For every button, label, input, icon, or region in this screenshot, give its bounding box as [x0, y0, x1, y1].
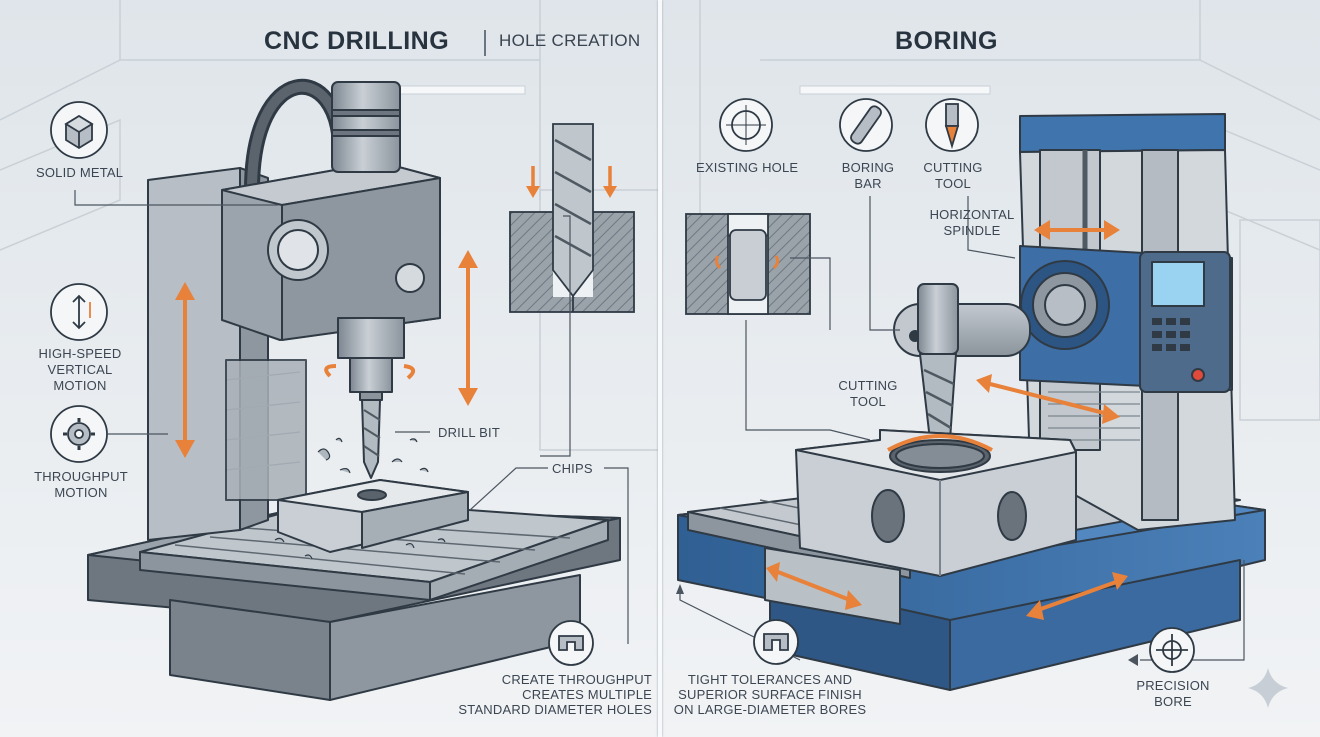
drill-inset — [509, 123, 635, 313]
label-tight-tolerances: TIGHT TOLERANCES AND SUPERIOR SURFACE FI… — [673, 672, 867, 717]
label-cutting-tool-top: CUTTING TOOL — [923, 160, 983, 191]
panel-divider — [658, 0, 662, 737]
label-horizontal-spindle: HORIZONTAL SPINDLE — [929, 207, 1015, 238]
gear-icon — [50, 405, 108, 463]
label-existing-hole: EXISTING HOLE — [696, 160, 799, 175]
boring-bar-icon — [839, 98, 893, 152]
cutting-tool-icon — [925, 98, 979, 152]
hole-profile-icon — [548, 620, 594, 666]
bore-profile-icon — [753, 619, 799, 665]
vertical-arrows-icon — [50, 283, 108, 341]
crosshair-icon — [1149, 627, 1195, 673]
label-throughput-motion: THROUGHPUT MOTION — [34, 469, 128, 500]
left-subtitle: HOLE CREATION — [499, 31, 641, 50]
label-chips: CHIPS — [552, 461, 593, 476]
circle-hole-icon — [719, 98, 773, 152]
boring-machine — [677, 113, 1266, 691]
chips — [274, 437, 446, 560]
cube-icon — [50, 101, 108, 159]
existing-hole-inset — [685, 213, 811, 315]
label-drill-bit: DRILL BIT — [438, 425, 501, 440]
label-high-speed-vertical-motion: HIGH-SPEED VERTICAL MOTION — [38, 346, 122, 393]
label-precision-bore: PRECISION BORE — [1136, 678, 1210, 709]
label-boring-bar: BORING BAR — [841, 160, 895, 191]
label-solid-metal: SOLID METAL — [36, 165, 124, 180]
right-title: BORING — [895, 27, 998, 55]
label-create-throughput: CREATE THROUGHPUT CREATES MULTIPLE STAND… — [458, 672, 652, 717]
title-separator — [484, 30, 486, 56]
left-title: CNC DRILLING — [264, 27, 450, 55]
sparkle-icon — [1248, 668, 1288, 708]
drilling-machine — [87, 78, 621, 701]
label-cutting-tool-mid: CUTTING TOOL — [838, 378, 898, 409]
